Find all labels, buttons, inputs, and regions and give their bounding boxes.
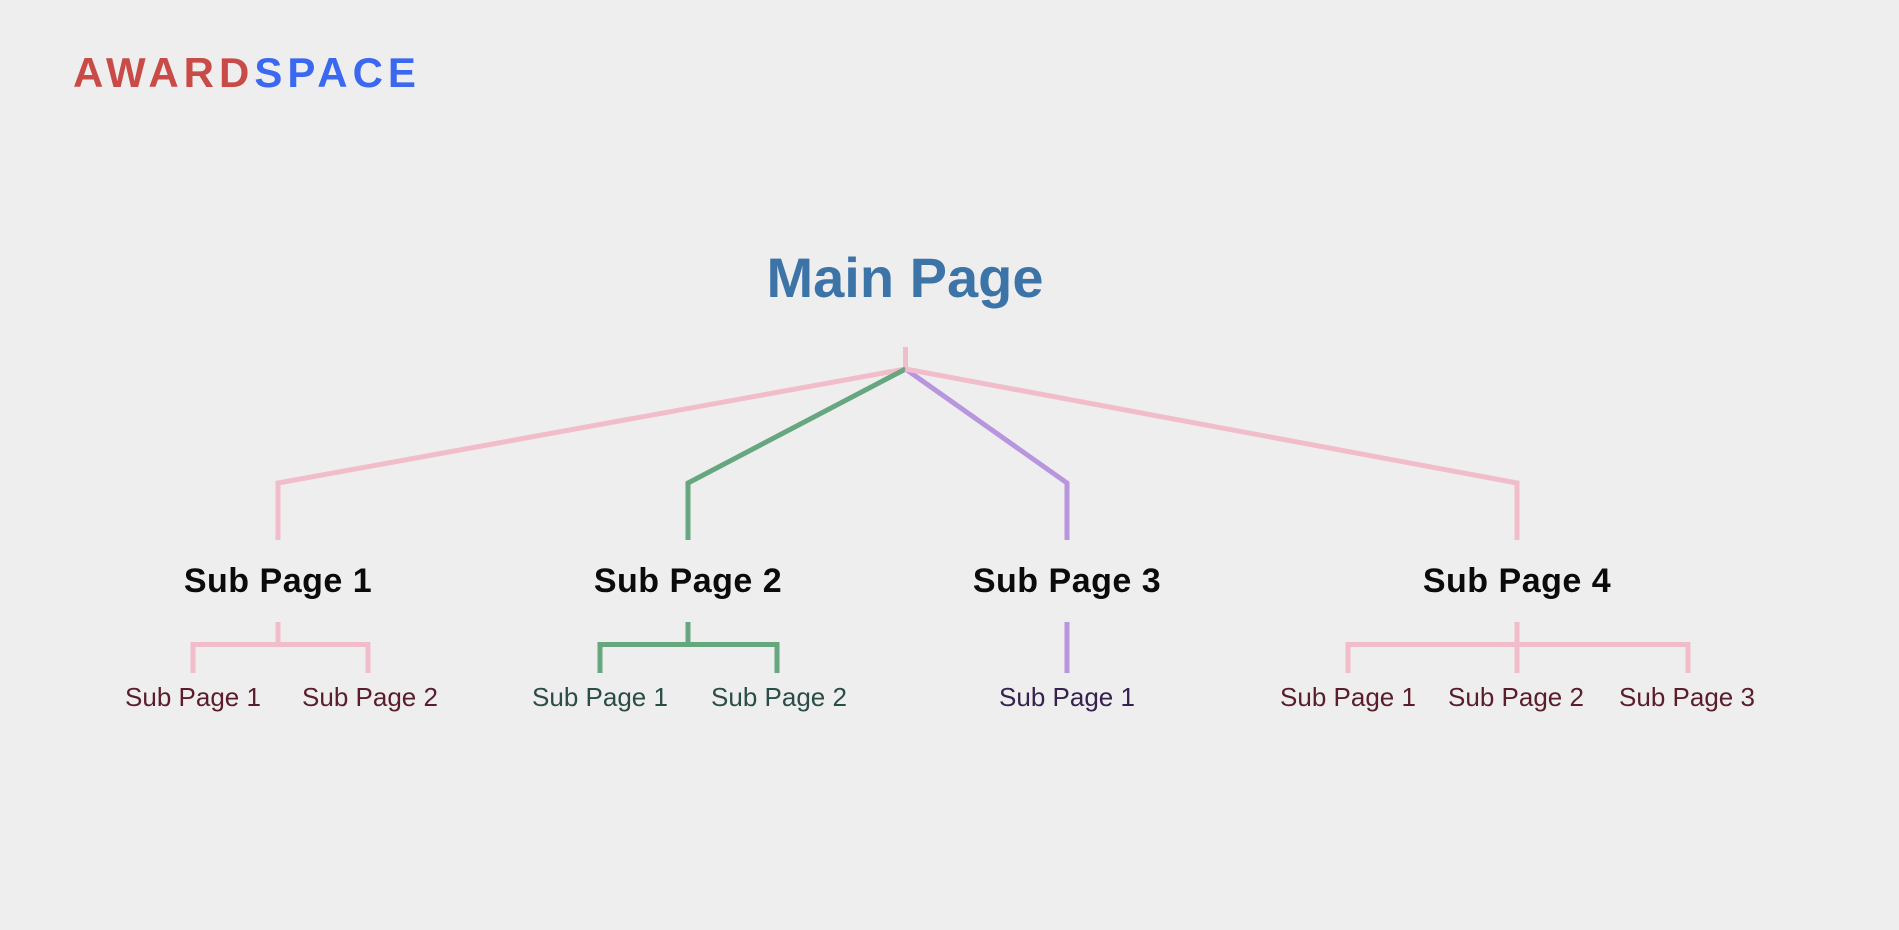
branch2-bracket-line	[597, 642, 780, 673]
branch1-child1-label: Sub Page 1	[125, 682, 261, 712]
branch4-child3-label: Sub Page 3	[1619, 682, 1755, 712]
branch4-child1-label: Sub Page 1	[1280, 682, 1416, 712]
awardspace-logo: AWARDSPACE	[73, 52, 421, 94]
branch4-node-label: Sub Page 4	[1422, 562, 1612, 600]
logo-text-award: AWARD	[73, 49, 255, 96]
branch4-connector-line	[905, 366, 1520, 540]
branch1-node-label: Sub Page 1	[183, 562, 373, 600]
branch1-connector-line	[275, 366, 906, 540]
branch3-child1-label: Sub Page 1	[999, 682, 1135, 712]
branch2-node-label: Sub Page 2	[593, 562, 783, 600]
logo-text-space: SPACE	[254, 49, 421, 96]
branch1-child2-label: Sub Page 2	[302, 682, 438, 712]
branch3-connector-line	[904, 366, 1070, 540]
branch2-child2-label: Sub Page 2	[711, 682, 847, 712]
branch4-child2-label: Sub Page 2	[1448, 682, 1584, 712]
branch1-bracket-line	[190, 642, 371, 673]
root-node-label: Main Page	[766, 246, 1044, 309]
branch2-connector-line	[685, 366, 907, 540]
branch3-node-label: Sub Page 3	[972, 562, 1162, 600]
branch2-child1-label: Sub Page 1	[532, 682, 668, 712]
branch4-bracket-line	[1345, 642, 1691, 673]
